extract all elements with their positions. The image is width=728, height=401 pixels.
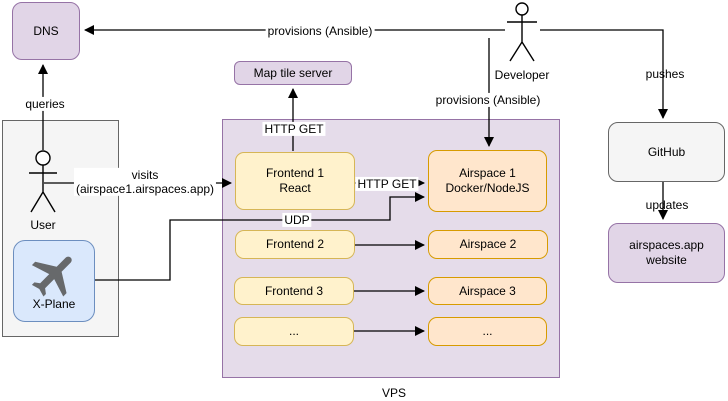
node-map-tile-server: Map tile server [234, 61, 352, 85]
edge-label-visits-line1: visits [131, 167, 159, 182]
edge-label-http-get-airspace: HTTP GET [355, 176, 419, 192]
node-frontend2: Frontend 2 [235, 230, 355, 259]
node-github-label: GitHub [647, 144, 686, 159]
node-github: GitHub [608, 122, 725, 182]
node-dns-label: DNS [33, 23, 59, 38]
edge-label-visits: visits (airspace1.airspaces.app) [73, 167, 217, 197]
node-website-line2: website [646, 253, 687, 267]
edge-label-updates: updates [645, 197, 689, 212]
node-frontend2-label: Frontend 2 [265, 237, 325, 251]
edge-label-queries: queries [23, 96, 67, 112]
node-map-tile-server-label: Map tile server [253, 65, 333, 80]
node-airspace1-line1: Airspace 1 [459, 166, 516, 180]
vps-container-label: VPS [381, 385, 407, 400]
edge-label-visits-line2: (airspace1.airspaces.app) [75, 182, 215, 196]
node-frontend1-line2: React [279, 181, 311, 195]
node-airspace2-label: Airspace 2 [459, 237, 517, 251]
node-airspace-more: ... [428, 317, 547, 346]
node-xplane-label: X-Plane [32, 297, 76, 311]
node-frontend-more: ... [234, 317, 354, 346]
edge-label-http-get-map: HTTP GET [262, 121, 326, 137]
developer-actor-label: Developer [494, 67, 550, 82]
node-airspace1-line2: Docker/NodeJS [445, 181, 530, 195]
edge-label-provisions-dns: provisions (Ansible) [265, 23, 375, 39]
node-airspace3: Airspace 3 [428, 277, 547, 305]
node-xplane: X-Plane [13, 240, 95, 322]
node-airspace3-label: Airspace 3 [459, 283, 516, 298]
edge-label-provisions-airspace: provisions (Ansible) [433, 92, 543, 108]
node-frontend3: Frontend 3 [234, 277, 354, 305]
node-airspace-more-label: ... [482, 324, 493, 338]
node-airspace2: Airspace 2 [428, 230, 548, 259]
edge-label-pushes: pushes [645, 66, 685, 81]
node-dns: DNS [12, 2, 80, 60]
node-frontend1: Frontend 1 React [235, 152, 355, 210]
node-website: airspaces.app website [608, 223, 725, 283]
node-frontend1-line1: Frontend 1 [265, 166, 325, 180]
node-frontend-more-label: ... [288, 324, 299, 338]
user-actor-label: User [30, 217, 56, 232]
edge-label-udp: UDP [282, 212, 312, 228]
airplane-icon [27, 247, 83, 307]
node-airspace1: Airspace 1 Docker/NodeJS [428, 150, 547, 212]
node-frontend3-label: Frontend 3 [264, 283, 324, 298]
developer-actor [507, 2, 537, 62]
node-website-line1: airspaces.app [629, 238, 704, 252]
